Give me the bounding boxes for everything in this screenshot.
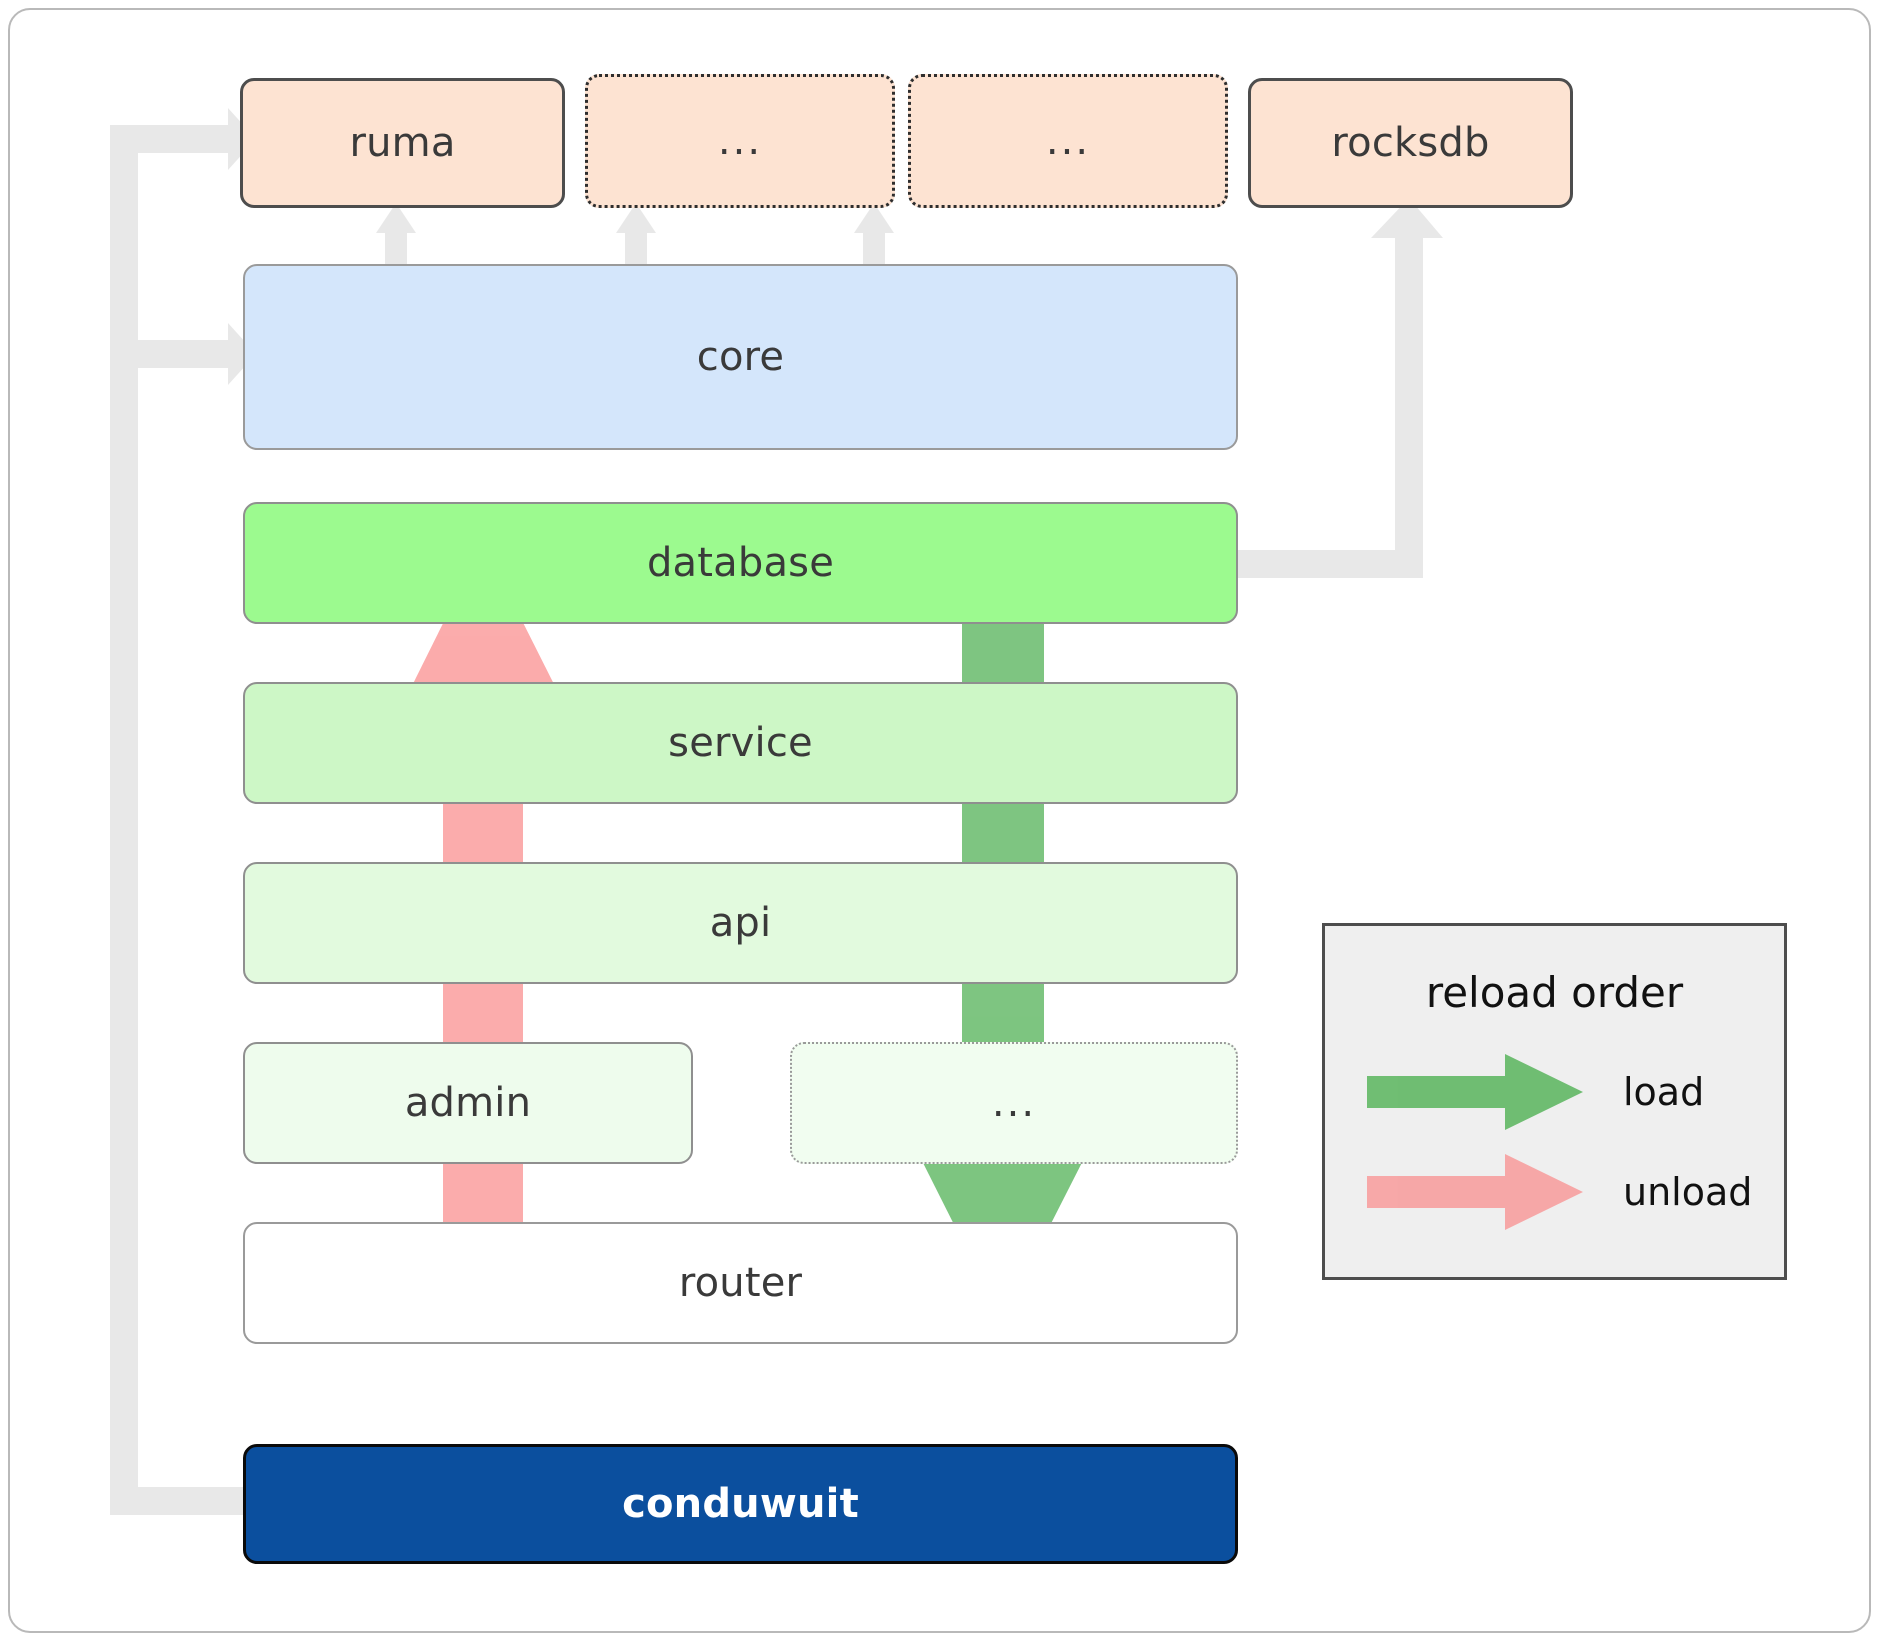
layer-box-router[interactable]: router bbox=[243, 1222, 1238, 1344]
layer-label-service: service bbox=[668, 720, 813, 766]
layer-box-extra[interactable]: ... bbox=[790, 1042, 1238, 1164]
legend-title: reload order bbox=[1425, 968, 1684, 1017]
legend-arrows bbox=[1367, 1054, 1583, 1230]
dependency-label-2: ... bbox=[717, 118, 763, 164]
legend-label-load: load bbox=[1623, 1070, 1705, 1114]
layer-box-admin[interactable]: admin bbox=[243, 1042, 693, 1164]
dependency-label-rocksdb: rocksdb bbox=[1331, 120, 1490, 166]
legend-label-unload: unload bbox=[1623, 1170, 1753, 1214]
dependency-box-ruma[interactable]: ruma bbox=[240, 78, 565, 208]
root-box-conduwuit[interactable]: conduwuit bbox=[243, 1444, 1238, 1564]
legend-unload-arrow bbox=[1367, 1154, 1583, 1230]
legend-panel: reload order load unload bbox=[1322, 923, 1787, 1280]
dependency-box-3[interactable]: ... bbox=[908, 74, 1228, 208]
diagram-frame bbox=[8, 8, 1871, 1633]
layer-box-service[interactable]: service bbox=[243, 682, 1238, 804]
layer-label-admin: admin bbox=[404, 1080, 532, 1126]
legend-load-arrow bbox=[1367, 1054, 1583, 1130]
layer-box-core[interactable]: core bbox=[243, 264, 1238, 450]
dependency-label-ruma: ruma bbox=[349, 120, 456, 166]
layer-label-api: api bbox=[709, 900, 772, 946]
dependency-box-2[interactable]: ... bbox=[585, 74, 895, 208]
layer-label-database: database bbox=[646, 540, 835, 586]
layer-label-extra: ... bbox=[991, 1080, 1037, 1126]
layer-label-core: core bbox=[696, 334, 785, 380]
layer-box-database[interactable]: database bbox=[243, 502, 1238, 624]
dependency-label-3: ... bbox=[1045, 118, 1091, 164]
root-label-conduwuit: conduwuit bbox=[622, 1481, 859, 1527]
layer-box-api[interactable]: api bbox=[243, 862, 1238, 984]
layer-label-router: router bbox=[678, 1260, 803, 1306]
dependency-box-rocksdb[interactable]: rocksdb bbox=[1248, 78, 1573, 208]
